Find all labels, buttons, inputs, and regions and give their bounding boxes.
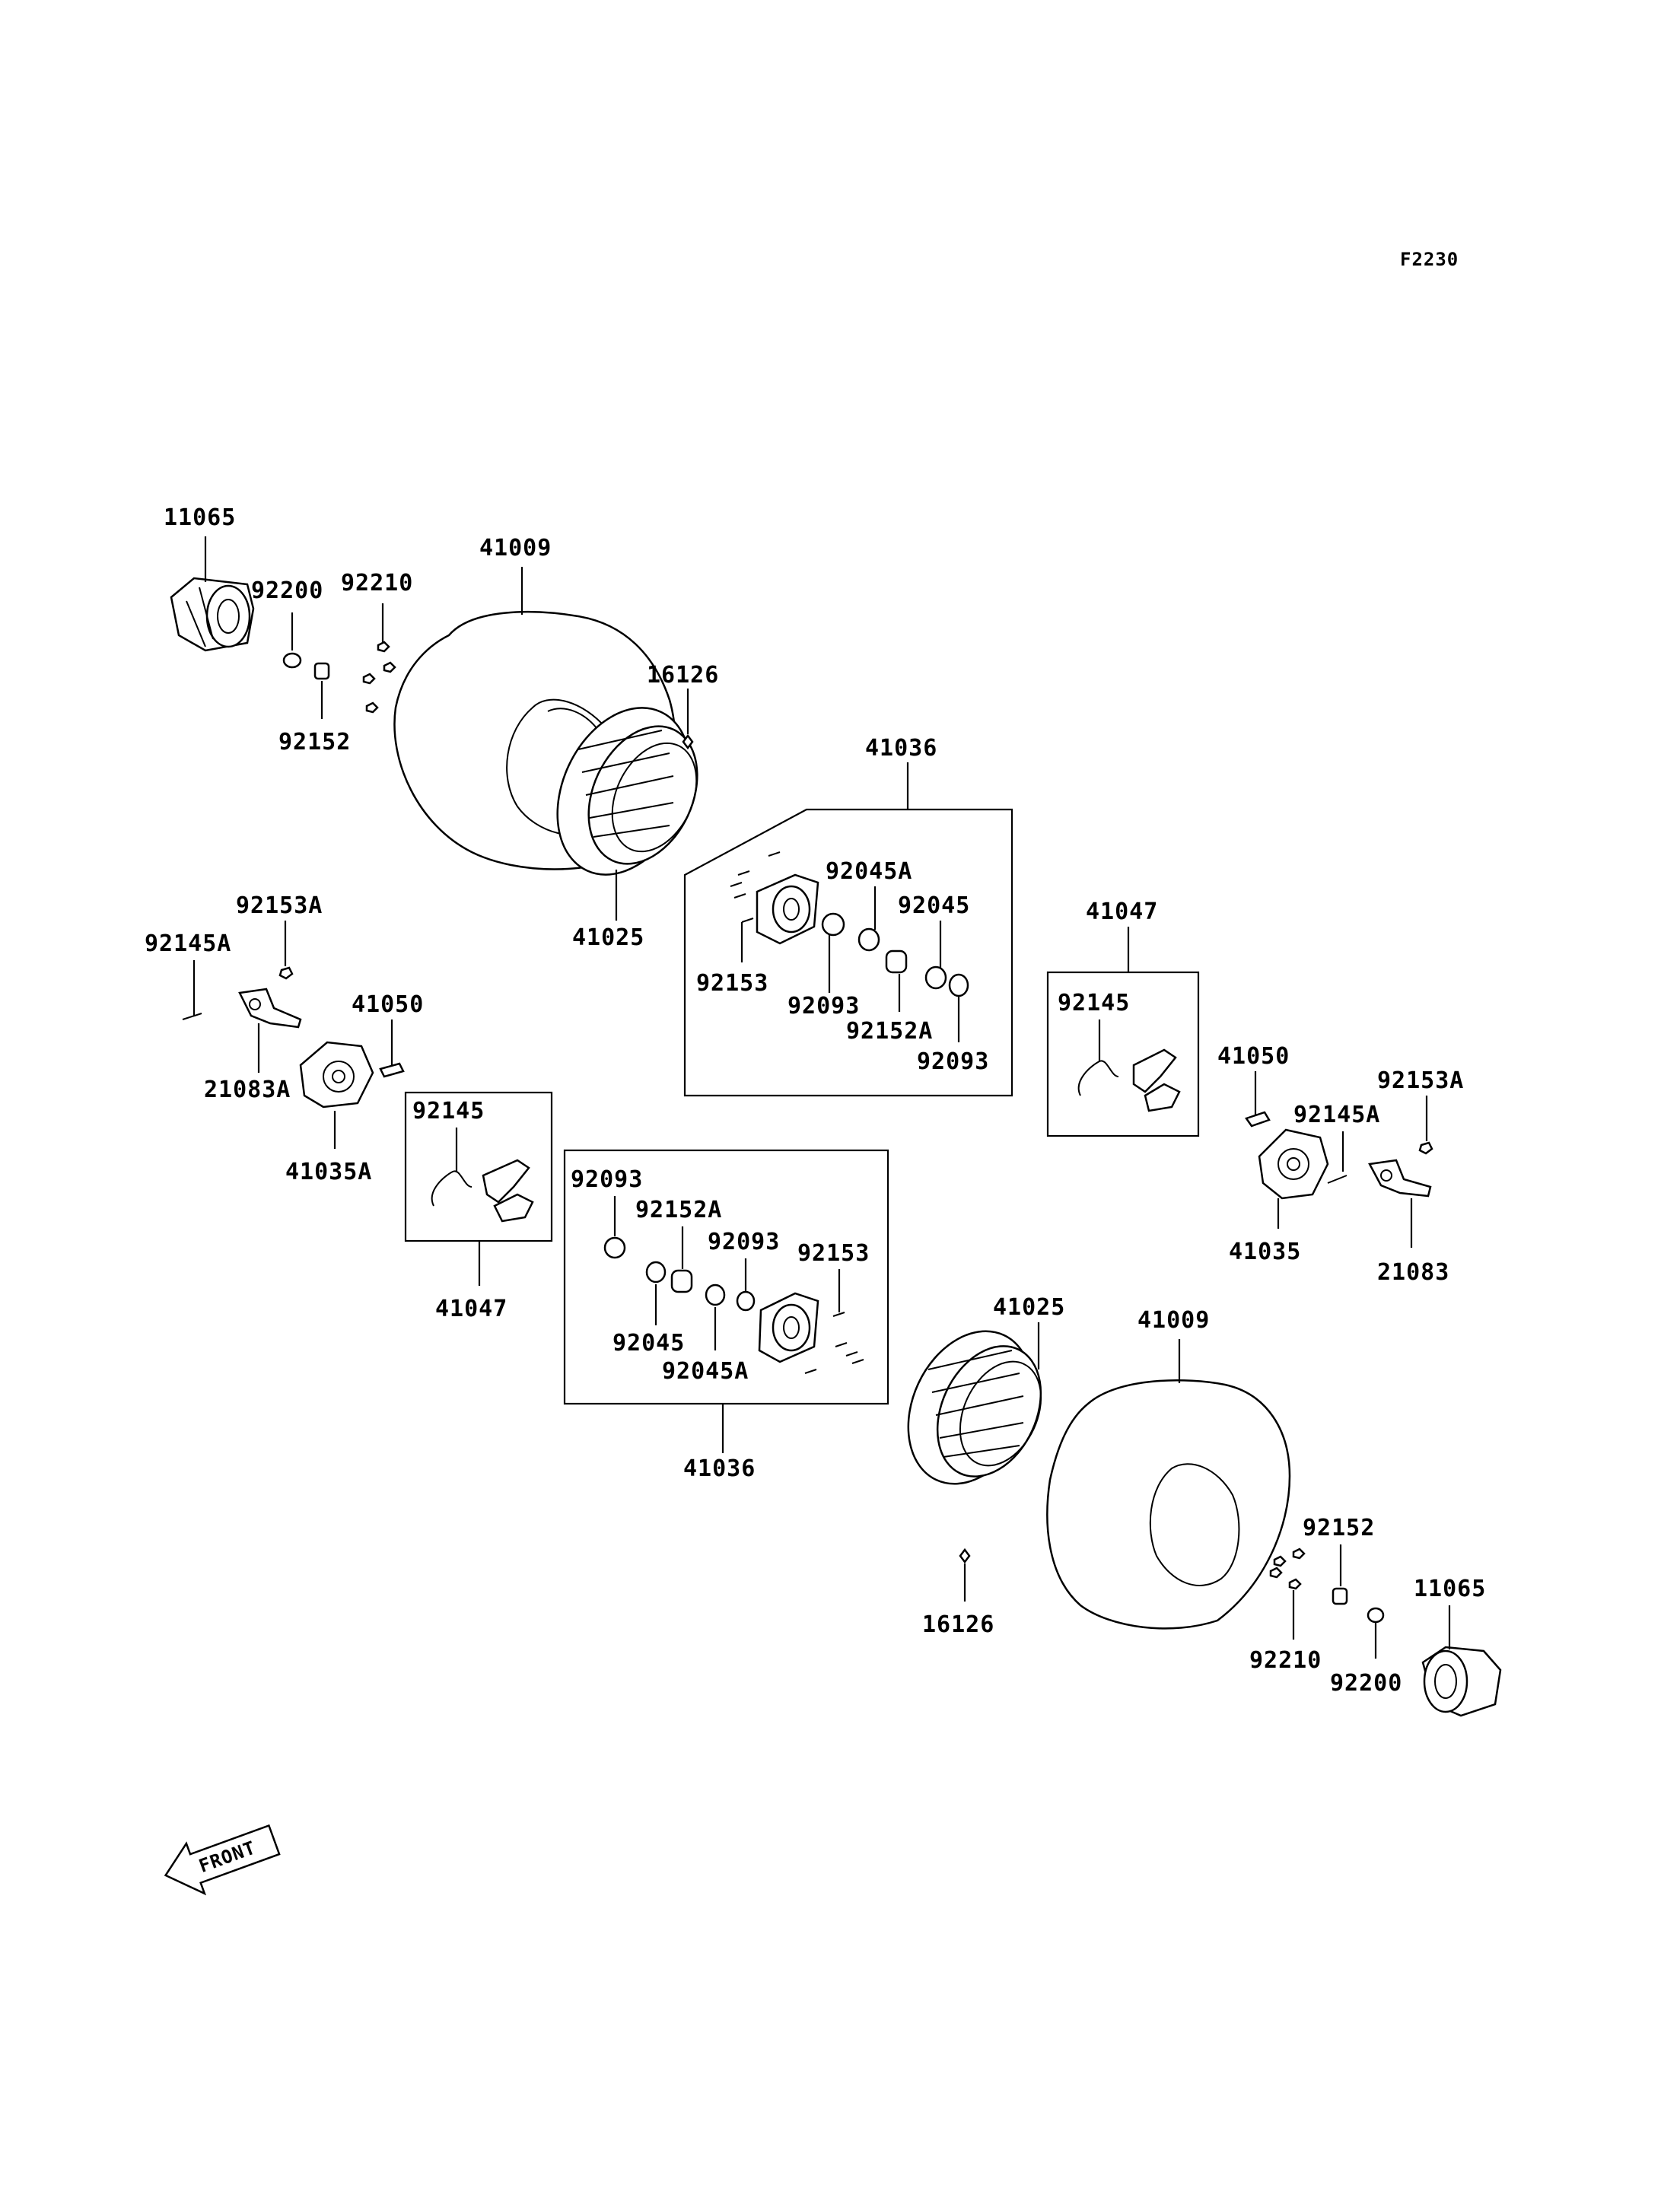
- hub-cap-part: [1421, 1646, 1502, 1717]
- part-label-16126: 16126: [647, 662, 719, 689]
- part-label-21083A: 21083A: [204, 1077, 291, 1103]
- part-label-92145A: 92145A: [1293, 1102, 1380, 1128]
- hub-cap-part: [170, 577, 255, 652]
- part-label-41009: 41009: [479, 535, 552, 561]
- brake-panel-part: [299, 1041, 374, 1109]
- washer-part: [1367, 1607, 1385, 1624]
- hub-part: [758, 1292, 819, 1363]
- part-label-41009: 41009: [1138, 1307, 1210, 1334]
- brake-arm-part: [238, 988, 302, 1029]
- bearing-part: [858, 927, 880, 952]
- part-label-92045A: 92045A: [662, 1358, 749, 1385]
- nut-part: [1332, 1587, 1348, 1605]
- collar-part: [885, 949, 908, 974]
- hub-assembly-box: [563, 1149, 889, 1405]
- part-label-92210: 92210: [1249, 1647, 1322, 1674]
- nut-part: [313, 662, 330, 680]
- part-label-41050: 41050: [1217, 1043, 1290, 1070]
- wheel-rim-part: [907, 1330, 1042, 1485]
- part-label-92093: 92093: [708, 1229, 780, 1255]
- collar-part: [670, 1269, 693, 1293]
- part-label-92145: 92145: [1058, 990, 1130, 1016]
- stud-parts: [1269, 1548, 1306, 1590]
- spring-part: [1327, 1175, 1348, 1184]
- part-label-92145: 92145: [412, 1098, 485, 1124]
- part-label-92200: 92200: [251, 577, 323, 604]
- brake-panel-part: [1258, 1128, 1329, 1200]
- spring-part: [182, 1013, 202, 1020]
- part-label-41050: 41050: [352, 991, 424, 1018]
- bolt-parts: [804, 1312, 864, 1374]
- seal-part: [821, 912, 845, 937]
- front-direction-marker: FRONT: [164, 1824, 281, 1896]
- cam-part: [379, 1062, 405, 1078]
- valve-part: [682, 733, 694, 750]
- part-label-16126: 16126: [922, 1611, 994, 1638]
- seal-part: [736, 1290, 756, 1312]
- part-label-41047: 41047: [435, 1296, 508, 1322]
- brake-shoe-part: [1132, 1048, 1181, 1112]
- part-label-21083: 21083: [1377, 1259, 1449, 1286]
- bearing-part: [705, 1283, 726, 1306]
- part-label-41036: 41036: [865, 735, 937, 762]
- part-label-92153A: 92153A: [236, 892, 323, 919]
- part-label-92045: 92045: [612, 1330, 685, 1357]
- part-label-92093: 92093: [571, 1166, 643, 1193]
- spring-part: [431, 1170, 473, 1207]
- hub-part: [756, 873, 819, 945]
- part-label-41047: 41047: [1086, 899, 1158, 925]
- part-label-92210: 92210: [341, 570, 413, 596]
- brake-arm-part: [1368, 1159, 1432, 1198]
- part-label-92093: 92093: [917, 1048, 989, 1075]
- part-label-41035: 41035: [1229, 1239, 1301, 1265]
- wheel-rim-part: [556, 707, 698, 876]
- hub-assembly-box: [683, 808, 1013, 1097]
- part-label-41035A: 41035A: [285, 1159, 372, 1185]
- part-label-92153A: 92153A: [1377, 1067, 1464, 1094]
- reference-code: F2230: [1400, 249, 1459, 270]
- part-label-11065: 11065: [164, 504, 236, 531]
- part-label-92153: 92153: [696, 970, 768, 997]
- seal-part: [603, 1236, 626, 1259]
- bolt-part: [278, 966, 294, 980]
- part-label-92200: 92200: [1330, 1670, 1402, 1697]
- stud-parts: [362, 641, 396, 714]
- brake-shoe-box: [1046, 971, 1200, 1137]
- bearing-part: [924, 965, 947, 990]
- part-label-92045: 92045: [898, 892, 970, 919]
- part-label-92093: 92093: [788, 993, 860, 1019]
- part-label-92153: 92153: [797, 1240, 870, 1267]
- seal-part: [948, 973, 969, 997]
- part-label-41036: 41036: [683, 1455, 756, 1482]
- brake-shoe-part: [482, 1159, 534, 1223]
- part-label-92152A: 92152A: [635, 1197, 722, 1223]
- part-label-92152: 92152: [278, 729, 351, 755]
- valve-part: [959, 1548, 971, 1564]
- part-label-41025: 41025: [993, 1294, 1065, 1321]
- part-label-11065: 11065: [1414, 1576, 1486, 1602]
- tire-part: [1046, 1379, 1291, 1630]
- part-label-41025: 41025: [572, 924, 644, 951]
- bearing-part: [645, 1261, 667, 1283]
- washer-part: [282, 652, 302, 669]
- bolt-part: [1418, 1141, 1433, 1155]
- part-label-92152: 92152: [1303, 1515, 1375, 1541]
- part-label-92145A: 92145A: [145, 930, 231, 957]
- part-label-92152A: 92152A: [846, 1018, 933, 1045]
- part-label-92045A: 92045A: [826, 858, 912, 885]
- spring-part: [1077, 1060, 1119, 1096]
- bolt-parts: [730, 851, 781, 923]
- cam-part: [1245, 1111, 1271, 1128]
